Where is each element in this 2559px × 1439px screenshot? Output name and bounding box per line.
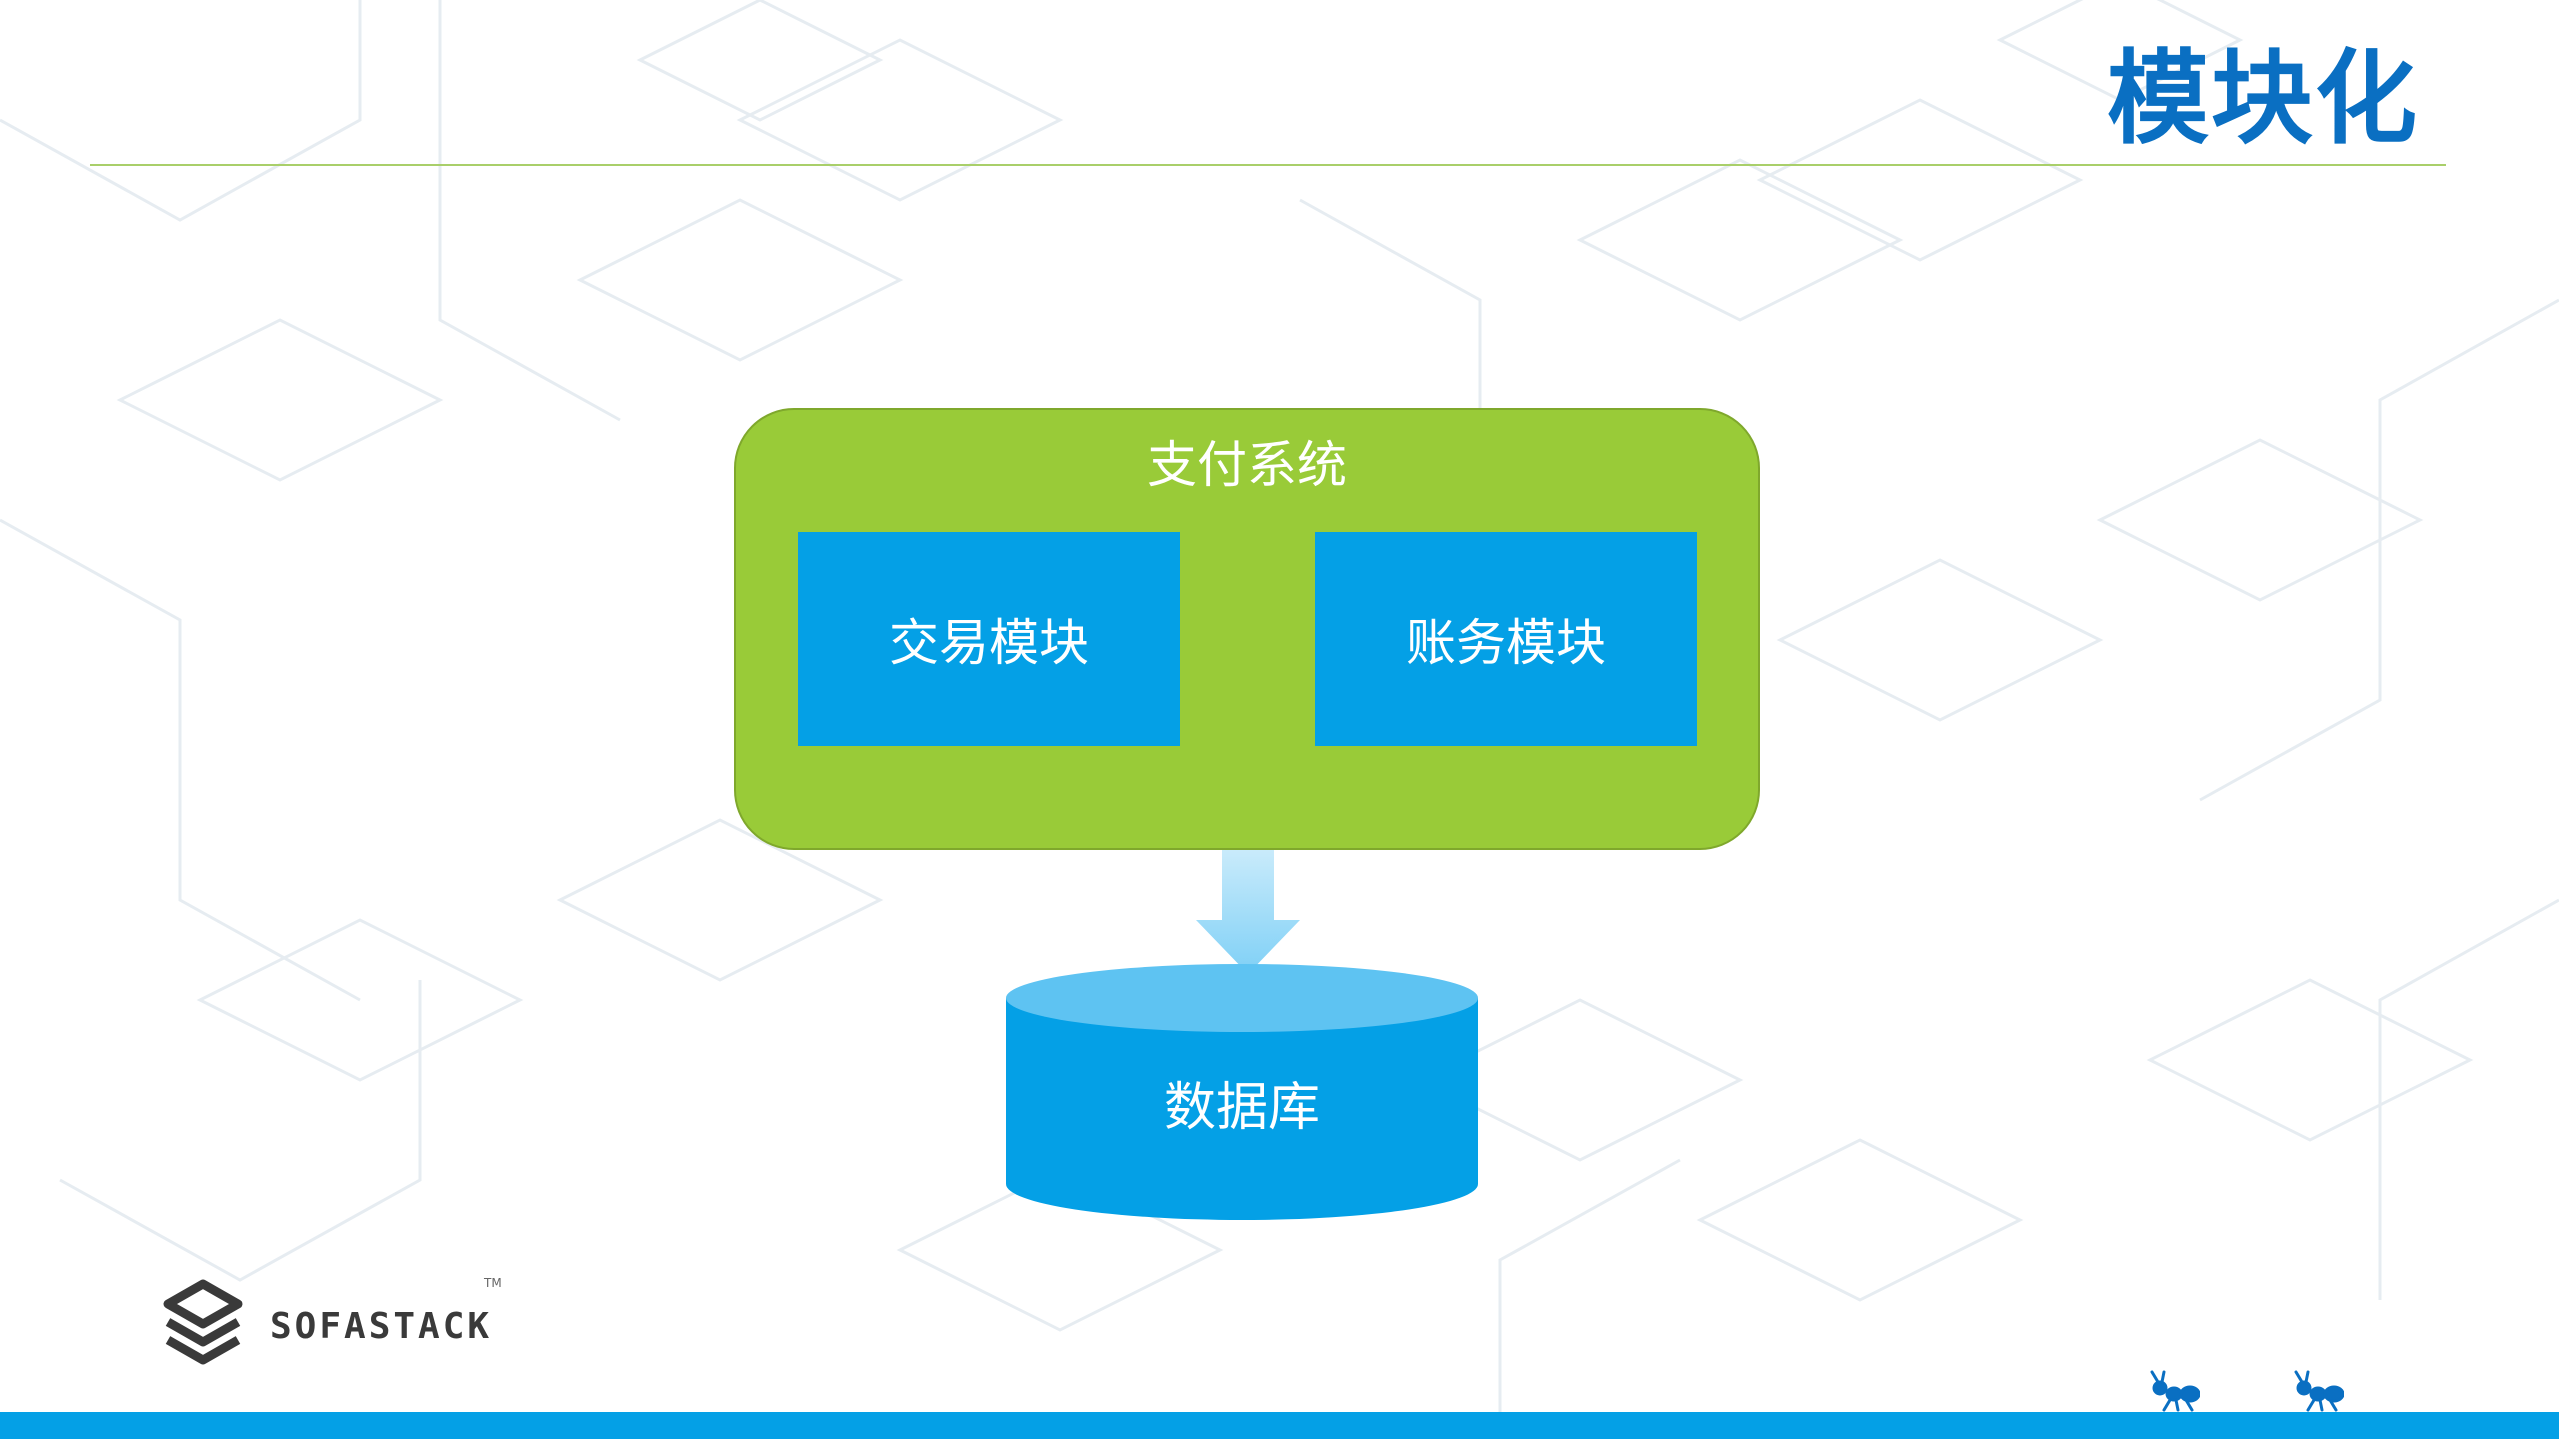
database-cylinder xyxy=(1006,964,1478,1220)
title-divider xyxy=(90,164,2446,166)
database-label: 数据库 xyxy=(1163,1078,1320,1138)
trading-module-box: 交易模块 xyxy=(798,532,1180,746)
accounting-module-box: 账务模块 xyxy=(1315,532,1697,746)
ant-icon xyxy=(2294,1370,2344,1412)
sofastack-wordmark: SOFASTACK xyxy=(270,1306,493,1347)
ant-icon xyxy=(2150,1370,2200,1412)
sofastack-logo-icon xyxy=(163,1279,243,1365)
page-title: 模块化 xyxy=(2107,40,2419,159)
accounting-module-label: 账务模块 xyxy=(1406,614,1606,672)
payment-system-container: 支付系统 交易模块 账务模块 xyxy=(734,408,1760,850)
bottom-accent-bar xyxy=(0,1412,2559,1439)
payment-system-label: 支付系统 xyxy=(1147,436,1347,494)
sofastack-logo: SOFASTACK TM xyxy=(160,1270,502,1380)
trademark-mark: TM xyxy=(484,1276,502,1290)
trading-module-label: 交易模块 xyxy=(889,614,1089,672)
down-arrow-connector xyxy=(1196,850,1300,974)
